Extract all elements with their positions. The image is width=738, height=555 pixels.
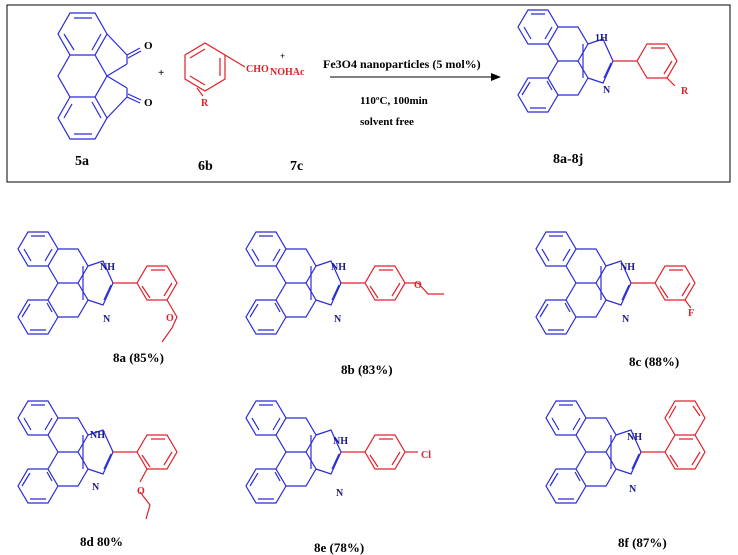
- cho-label: CHO: [246, 64, 269, 75]
- 8b-n-label: N: [334, 314, 342, 325]
- 8c-n-label: N: [622, 314, 630, 325]
- plus-sign-1: +: [158, 67, 164, 79]
- label-5a: 5a: [75, 154, 89, 169]
- oxo-label-2: O: [144, 97, 153, 109]
- compound-8e: [245, 400, 418, 504]
- r-group-label: R: [201, 98, 209, 109]
- label-6b: 6b: [198, 159, 213, 174]
- compound-8a: [17, 231, 178, 343]
- temperature-time-label: 110ºC, 100min: [360, 95, 428, 107]
- compound-8f: [545, 400, 706, 504]
- 8c-label: 8c (88%): [629, 354, 679, 369]
- 8e-cl-label: Cl: [421, 450, 431, 461]
- 8f-n-label: N: [629, 484, 637, 495]
- 8a-n-label: N: [103, 314, 111, 325]
- 8d-label: 8d 80%: [80, 534, 123, 549]
- 8b-label: 8b (83%): [341, 362, 393, 377]
- 8b-o-label: O: [414, 280, 422, 291]
- product-structure: [517, 9, 678, 113]
- plus-sign-2: +: [280, 51, 285, 61]
- product-r-label: R: [681, 86, 689, 97]
- 8e-nh-label: NH: [333, 436, 348, 447]
- 8e-label: 8e (78%): [314, 540, 364, 555]
- 8c-nh-label: NH: [620, 262, 635, 273]
- reaction-box: [6, 4, 731, 183]
- solvent-label: solvent free: [360, 116, 414, 128]
- compound-8d: [17, 400, 178, 520]
- 8a-label: 8a (85%): [113, 350, 164, 365]
- 8c-f-label: F: [688, 308, 694, 319]
- compound-8c: [535, 231, 696, 335]
- product-nh-label: 1H: [595, 33, 608, 44]
- 8f-label: 8f (87%): [618, 535, 667, 550]
- product-n-label: N: [603, 85, 611, 96]
- 8b-nh-label: NH: [331, 262, 346, 273]
- phenanthrenequinone-structure: [57, 12, 142, 140]
- benzaldehyde-structure: [184, 42, 246, 97]
- 8a-nh-label: NH: [100, 262, 115, 273]
- 8d-o-label: O: [137, 486, 145, 497]
- 8f-nh-label: NH: [627, 432, 642, 443]
- label-8a-8j: 8a-8j: [553, 152, 583, 167]
- 8d-nh-label: NH: [90, 430, 105, 441]
- catalyst-label: Fe3O4 nanoparticles (5 mol%): [323, 57, 481, 71]
- ammonium-acetate-label: NOHAc: [270, 67, 305, 78]
- oxo-label-1: O: [144, 40, 153, 52]
- 8a-o-label: O: [166, 313, 174, 324]
- 8d-n-label: N: [92, 482, 100, 493]
- label-7c: 7c: [290, 159, 303, 174]
- compound-8b: [245, 231, 444, 335]
- 8e-n-label: N: [336, 488, 344, 499]
